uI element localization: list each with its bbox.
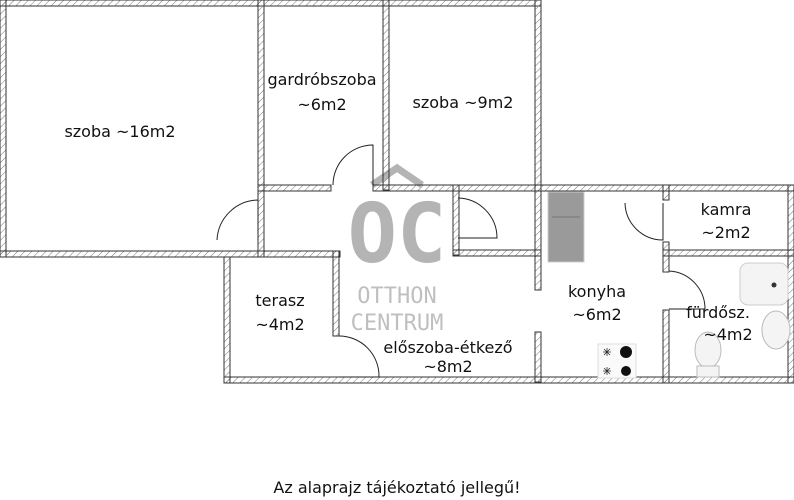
disclaimer-note: Az alaprajz tájékoztató jellegű! <box>273 478 521 497</box>
room-area-eloszoba: ~8m2 <box>423 357 472 376</box>
room-area-furdo: ~4m2 <box>703 325 752 344</box>
bathtub-icon <box>739 262 789 306</box>
room-label-furdo: fürdősz. <box>686 303 750 322</box>
watermark-logo: OC OTTHON CENTRUM <box>348 163 447 336</box>
room-label-kamra: kamra <box>701 200 752 219</box>
doors <box>216 144 706 378</box>
room-label-szoba-9: szoba ~9m2 <box>413 93 514 112</box>
walls <box>0 0 794 384</box>
sink-icon <box>761 310 791 350</box>
stove-icon <box>597 343 637 379</box>
room-label-gardrob: gardróbszoba <box>267 70 376 89</box>
fridge-icon <box>547 191 585 263</box>
room-label-eloszoba: előszoba-étkező <box>383 338 512 357</box>
watermark-logo-text: OC <box>348 187 447 282</box>
watermark-line2: CENTRUM <box>351 311 444 336</box>
toilet-icon <box>694 331 722 378</box>
room-area-konyha: ~6m2 <box>572 305 621 324</box>
room-label-szoba-16: szoba ~16m2 <box>64 122 175 141</box>
room-area-gardrob: ~6m2 <box>297 95 346 114</box>
room-label-terasz: terasz <box>255 291 304 310</box>
room-label-konyha: konyha <box>568 282 626 301</box>
room-area-kamra: ~2m2 <box>701 223 750 242</box>
room-area-terasz: ~4m2 <box>255 315 304 334</box>
watermark-line1: OTTHON <box>357 284 436 309</box>
